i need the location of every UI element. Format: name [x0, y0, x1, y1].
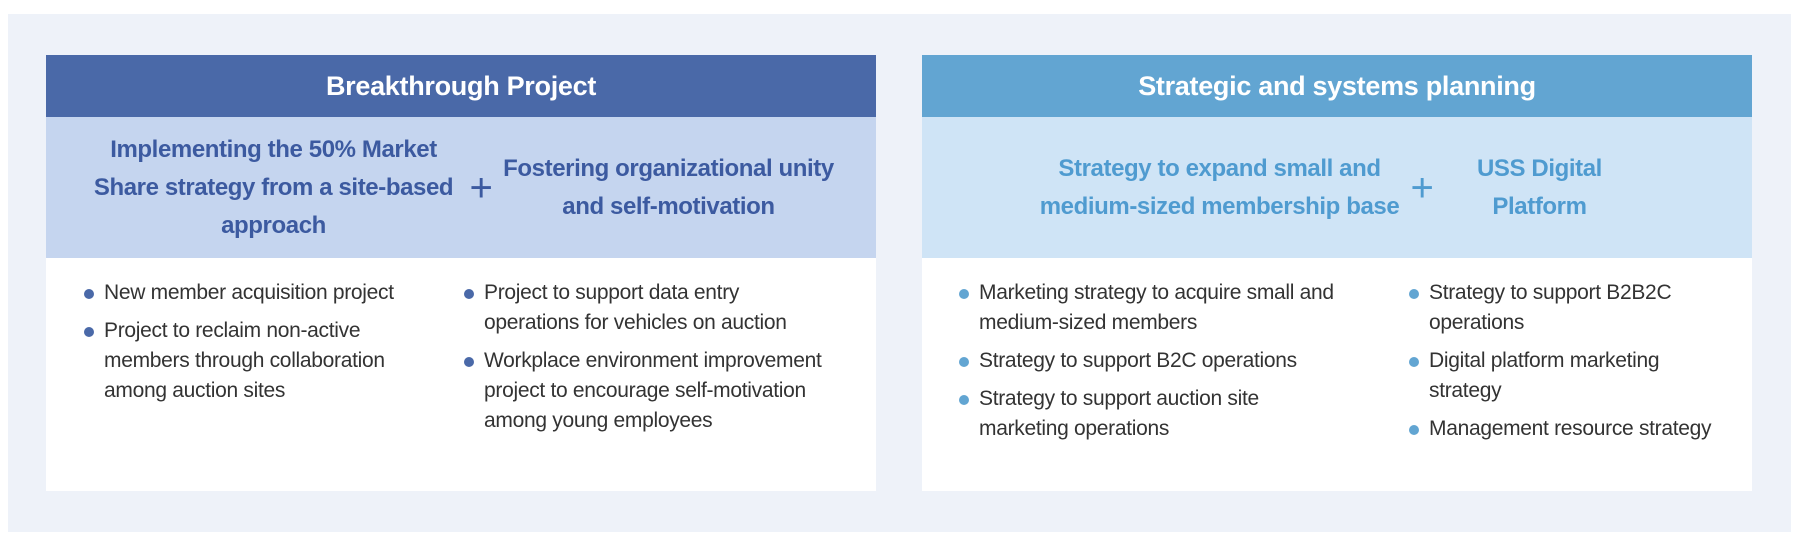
bullet-icon	[84, 289, 94, 299]
bullet-icon	[959, 395, 969, 405]
plus-icon: +	[1410, 165, 1434, 210]
item-text: Strategy to support B2C operations	[979, 349, 1297, 372]
theme-b: USS Digital Platform	[1477, 154, 1602, 220]
bullet-icon	[464, 289, 474, 299]
list-item: Strategy to support auction site marketi…	[959, 384, 1349, 444]
theme-row: Strategy to expand small and medium-size…	[922, 117, 1752, 258]
item-text: Project to reclaim non-active members th…	[104, 319, 385, 402]
list-item: Strategy to support B2C operations	[959, 346, 1349, 376]
initiatives: Marketing strategy to acquire small and …	[922, 258, 1752, 452]
list-item: Project to reclaim non-active members th…	[84, 316, 414, 406]
list-item: Strategy to support B2B2C operations	[1409, 278, 1719, 338]
card-title: Breakthrough Project	[46, 55, 876, 117]
item-text: Digital platform marketing strategy	[1429, 349, 1660, 402]
breakthrough-project-card: Breakthrough Project Implementing the 50…	[46, 55, 876, 491]
bullet-icon	[1409, 289, 1419, 299]
list-item: New member acquisition project	[84, 278, 414, 308]
bullet-icon	[959, 357, 969, 367]
item-text: Strategy to support B2B2C operations	[1429, 281, 1672, 334]
bullet-icon	[84, 327, 94, 337]
bullet-icon	[959, 289, 969, 299]
list-item: Marketing strategy to acquire small and …	[959, 278, 1349, 338]
item-text: Project to support data entry operations…	[484, 281, 787, 334]
initiative-list: New member acquisition project Project t…	[84, 278, 414, 444]
list-item: Workplace environment improvement projec…	[464, 346, 834, 436]
strategic-planning-card: Strategic and systems planning Strategy …	[922, 55, 1752, 491]
item-text: Management resource strategy	[1429, 417, 1712, 440]
card-title: Strategic and systems planning	[922, 55, 1752, 117]
initiative-list: Strategy to support B2B2C operations Dig…	[1409, 278, 1719, 452]
list-item: Management resource strategy	[1409, 414, 1719, 444]
list-item: Project to support data entry operations…	[464, 278, 834, 338]
initiative-list: Marketing strategy to acquire small and …	[959, 278, 1349, 452]
bullet-icon	[1409, 357, 1419, 367]
item-text: Strategy to support auction site marketi…	[979, 387, 1259, 440]
bullet-icon	[1409, 425, 1419, 435]
bullet-icon	[464, 357, 474, 367]
item-text: Workplace environment improvement projec…	[484, 349, 822, 432]
item-text: New member acquisition project	[104, 281, 394, 304]
theme-a: Strategy to expand small and medium-size…	[1039, 154, 1400, 220]
item-text: Marketing strategy to acquire small and …	[979, 281, 1334, 334]
theme-a: Implementing the 50% Market Share strate…	[93, 135, 454, 239]
list-item: Digital platform marketing strategy	[1409, 346, 1719, 406]
plus-icon: +	[469, 165, 493, 210]
initiatives: New member acquisition project Project t…	[46, 258, 876, 444]
initiative-list: Project to support data entry operations…	[464, 278, 834, 444]
theme-row: Implementing the 50% Market Share strate…	[46, 117, 876, 258]
theme-b: Fostering organizational unity and self-…	[503, 154, 834, 220]
